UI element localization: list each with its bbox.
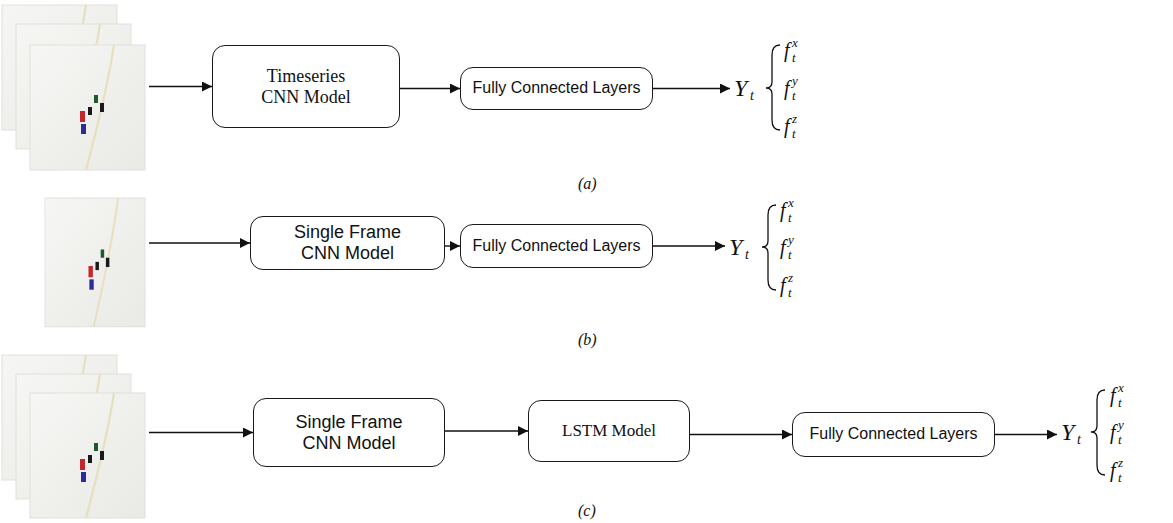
process-box: Single Frame CNN Model	[250, 216, 445, 270]
math-symbol: y	[1118, 418, 1124, 431]
flow-arrow	[445, 430, 528, 431]
process-box: Single Frame CNN Model	[253, 398, 445, 467]
panel-label: (c)	[578, 503, 596, 519]
math-symbol: t	[792, 127, 796, 140]
math-symbol: Y	[729, 235, 742, 259]
math-symbol: f	[780, 275, 786, 295]
box-label: Single Frame CNN Model	[287, 412, 412, 453]
math-symbol: t	[1118, 396, 1122, 409]
panel-label: (a)	[578, 176, 597, 192]
flow-arrow	[149, 432, 253, 433]
flow-arrow	[149, 242, 250, 243]
process-box: LSTM Model	[528, 400, 690, 462]
math-symbol: z	[1118, 456, 1123, 469]
math-symbol: y	[788, 233, 794, 246]
frame-stack-c	[2, 355, 145, 518]
panel-label: (b)	[578, 332, 597, 348]
math-symbol: x	[1118, 381, 1124, 394]
math-symbol: f	[784, 78, 790, 98]
math-symbol: t	[745, 248, 749, 262]
math-symbol: t	[1118, 433, 1122, 446]
box-label: Fully Connected Layers	[472, 79, 640, 97]
brace	[762, 45, 1105, 475]
flow-arrow	[445, 245, 460, 246]
math-symbol: z	[792, 112, 797, 125]
math-symbol: f	[1110, 385, 1116, 405]
math-symbol: Y	[1061, 420, 1074, 444]
flow-arrow	[653, 88, 730, 89]
frame-stack-a	[2, 5, 145, 170]
process-box: Fully Connected Layers	[460, 67, 653, 110]
math-symbol: t	[1077, 433, 1081, 447]
math-symbol: z	[788, 271, 793, 284]
flow-arrow	[653, 245, 725, 246]
math-symbol: f	[780, 200, 786, 220]
box-label: Fully Connected Layers	[472, 237, 640, 255]
process-box: Fully Connected Layers	[792, 412, 995, 457]
math-symbol: t	[1118, 471, 1122, 484]
math-symbol: Y	[734, 76, 747, 100]
math-symbol: x	[792, 36, 798, 49]
box-label: Fully Connected Layers	[809, 425, 977, 443]
math-symbol: f	[784, 40, 790, 60]
frame-single-b	[45, 198, 145, 327]
math-symbol: f	[1110, 460, 1116, 480]
flow-arrow	[995, 434, 1057, 435]
flow-arrow	[149, 86, 212, 87]
math-symbol: t	[788, 286, 792, 299]
math-symbol: y	[792, 74, 798, 87]
math-symbol: f	[784, 116, 790, 136]
math-symbol: f	[1110, 422, 1116, 442]
process-box: Fully Connected Layers	[460, 224, 653, 268]
math-symbol: t	[788, 211, 792, 224]
box-label: LSTM Model	[562, 421, 656, 441]
flow-arrow	[690, 434, 792, 435]
math-symbol: t	[750, 89, 754, 103]
math-symbol: t	[788, 248, 792, 261]
math-symbol: t	[792, 51, 796, 64]
box-label: Timeseries CNN Model	[250, 66, 362, 107]
math-symbol: x	[788, 196, 794, 209]
math-symbol: t	[792, 89, 796, 102]
math-symbol: f	[780, 237, 786, 257]
box-label: Single Frame CNN Model	[285, 222, 410, 263]
process-box: Timeseries CNN Model	[212, 45, 400, 128]
flow-arrow	[400, 88, 460, 89]
